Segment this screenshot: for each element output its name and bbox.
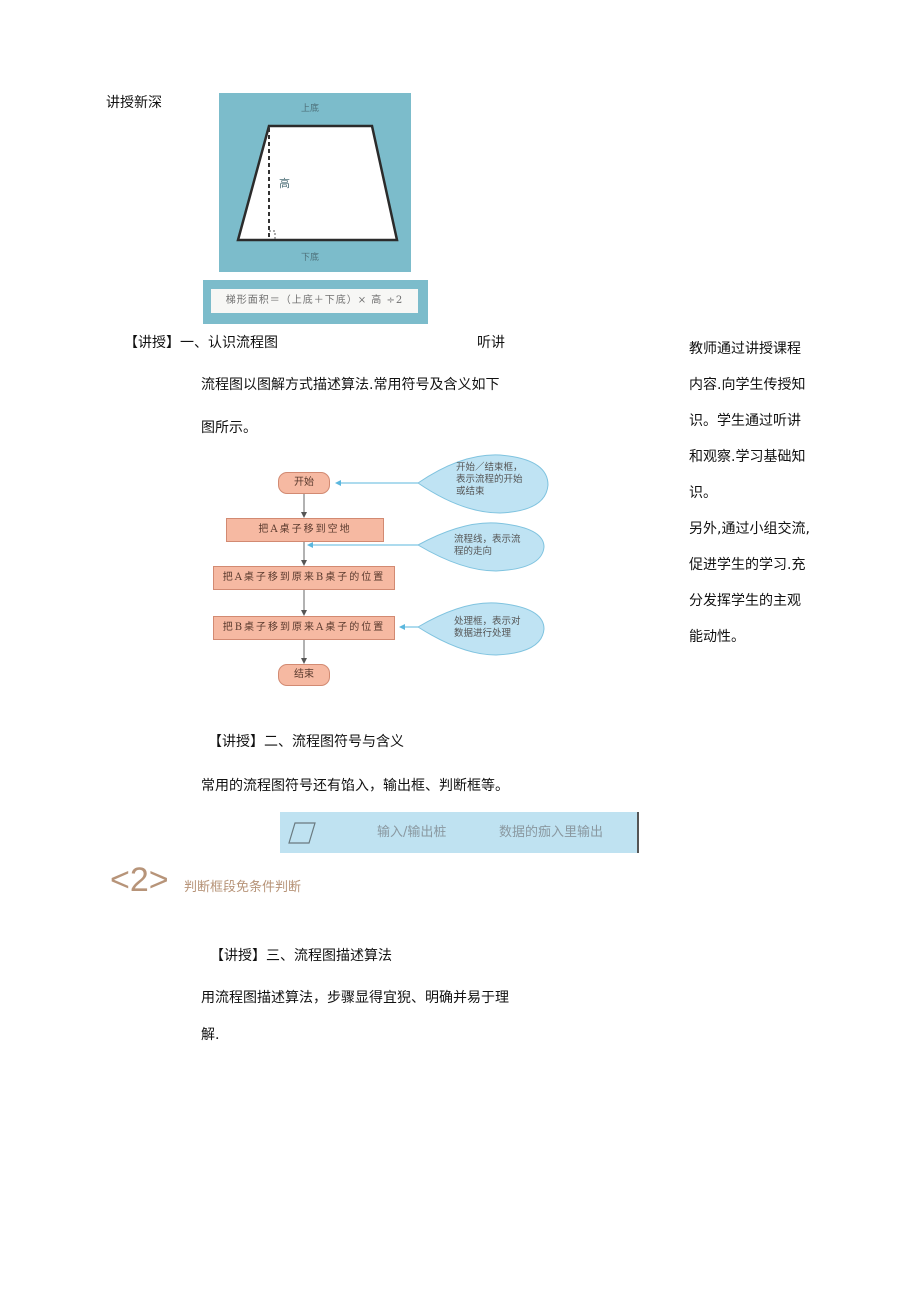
note-line: 识。 [689, 485, 717, 501]
note-line: 另外,通过小组交流, [689, 521, 810, 537]
callout-start-end: 开始／结束框， 表示流程的开始 或结束 [456, 462, 523, 498]
note-line: 能动性。 [689, 629, 745, 645]
note-line: 和观察.学习基础知 [689, 449, 806, 465]
section1-body-line2: 图所示。 [201, 420, 257, 436]
section1-activity: 听讲 [477, 335, 505, 351]
io-symbol-meaning: 数据的痂入里输出 [499, 825, 604, 840]
parallelogram-icon [288, 822, 316, 844]
section1-body-line1: 流程图以图解方式描述算法.常用符号及含义如下 [201, 377, 500, 393]
callout-line: 程的走向 [454, 546, 493, 557]
section3-heading: 【讲授】三、流程图描述算法 [210, 948, 392, 964]
callout-line: 开始／结束框， [456, 462, 523, 473]
teacher-notes: 教师通过讲授课程 内容.向学生传授知 识。学生通过听讲 和观察.学习基础知 识。… [689, 340, 810, 664]
height-label: 高 [279, 177, 290, 190]
flowchart-step-1: 把A桌子移到空地 [226, 518, 384, 542]
section3-body-line1: 用流程图描述算法，步骤显得宜猊、明确并易于理 [201, 990, 509, 1006]
section1-heading: 【讲授】一、认识流程图 [124, 335, 278, 351]
callout-flow-line: 流程线，表示流 程的走向 [454, 534, 521, 558]
callout-line: 数据进行处理 [454, 628, 512, 639]
trapezoid-shape [236, 124, 399, 242]
note-line: 分发挥学生的主观 [689, 593, 801, 609]
callout-line: 表示流程的开始 [456, 474, 523, 485]
flowchart-step-3: 把B桌子移到原来A桌子的位置 [213, 616, 395, 640]
section3-body-line2: 解. [201, 1027, 220, 1043]
section2-body: 常用的流程图符号还有馅入，输出框、判断框等。 [201, 778, 509, 794]
callout-line: 处理框，表示对 [454, 616, 521, 627]
section2-heading: 【讲授】二、流程图符号与含义 [208, 734, 404, 750]
io-symbol-row: 输入/输出桩 数据的痂入里输出 [280, 812, 639, 853]
flowchart-connectors [301, 454, 549, 664]
note-line: 教师通过讲授课程 [689, 341, 801, 357]
note-line: 识。学生通过听讲 [689, 413, 801, 429]
callout-line: 或结束 [456, 486, 485, 497]
side-label: 讲授新深 [106, 95, 162, 111]
flowchart-step-2: 把A桌子移到原来B桌子的位置 [213, 566, 395, 590]
flowchart-end: 结束 [278, 664, 330, 686]
callout-line: 流程线，表示流 [454, 534, 521, 545]
callout-process-box: 处理框，表示对 数据进行处理 [454, 616, 521, 640]
trapezoid-figure: 上底 高 下底 [219, 93, 411, 272]
item2-text: 判断框段免条件判断 [184, 880, 302, 895]
flowchart-start: 开始 [278, 472, 330, 494]
flowchart-figure: 开始 把A桌子移到空地 把A桌子移到原来B桌子的位置 把B桌子移到原来A桌子的位… [200, 445, 560, 695]
note-line: 促进学生的学习.充 [689, 557, 806, 573]
io-symbol-name: 输入/输出桩 [377, 825, 447, 840]
bottom-base-label: 下底 [301, 253, 320, 263]
item2-number: <2> [110, 861, 169, 899]
note-line: 内容.向学生传授知 [689, 377, 806, 393]
area-formula-box: 梯形面积＝（上底＋下底）× 高 ÷2 [203, 280, 428, 324]
top-base-label: 上底 [301, 104, 320, 114]
area-formula: 梯形面积＝（上底＋下底）× 高 ÷2 [211, 289, 418, 313]
